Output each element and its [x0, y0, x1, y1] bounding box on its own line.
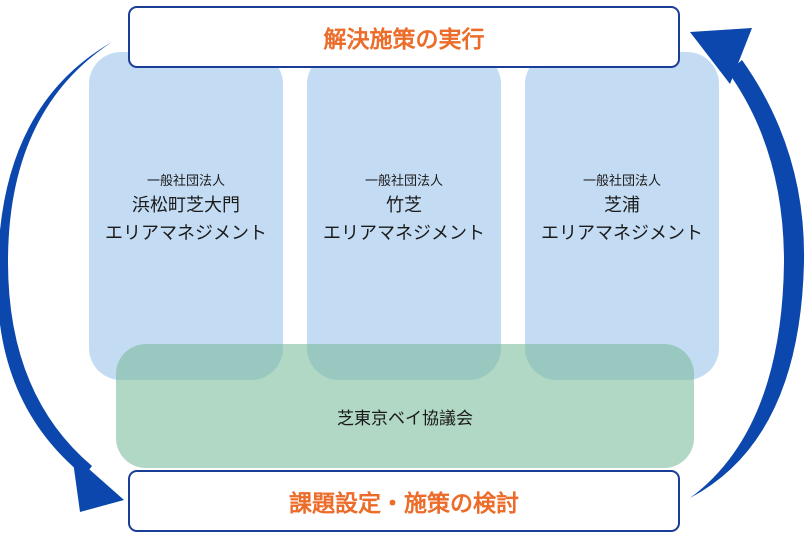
bottom-stage-box: 課題設定・施策の検討	[128, 470, 680, 532]
org-card-text: 一般社団法人 竹芝 エリアマネジメント	[307, 172, 501, 248]
council-label: 芝東京ベイ協議会	[337, 409, 473, 429]
top-stage-label: 解決施策の実行	[323, 27, 485, 53]
org-type-label: 一般社団法人	[364, 174, 443, 189]
org-type-label: 一般社団法人	[582, 174, 661, 189]
org-type-label: 一般社団法人	[146, 174, 225, 189]
org-card-hamamatsucho: 一般社団法人 浜松町芝大門 エリアマネジメント	[89, 52, 283, 380]
org-name-line2: エリアマネジメント	[323, 223, 485, 244]
bottom-stage-label: 課題設定・施策の検討	[289, 491, 519, 517]
org-card-shibaura: 一般社団法人 芝浦 エリアマネジメント	[525, 52, 719, 380]
right-cycle-arrowhead-icon	[690, 28, 752, 84]
council-band: 芝東京ベイ協議会	[116, 344, 694, 468]
org-card-text: 一般社団法人 芝浦 エリアマネジメント	[525, 172, 719, 248]
org-name-line1: 浜松町芝大門	[132, 195, 240, 216]
org-card-takeshiba: 一般社団法人 竹芝 エリアマネジメント	[307, 52, 501, 380]
org-name-line1: 芝浦	[604, 195, 640, 216]
right-cycle-arrow-body	[690, 60, 805, 498]
left-cycle-arrowhead-icon	[72, 454, 124, 512]
org-name-line1: 竹芝	[386, 195, 422, 216]
org-card-text: 一般社団法人 浜松町芝大門 エリアマネジメント	[89, 172, 283, 248]
top-stage-box: 解決施策の実行	[128, 6, 680, 68]
org-name-line2: エリアマネジメント	[541, 223, 703, 244]
org-name-line2: エリアマネジメント	[105, 223, 267, 244]
